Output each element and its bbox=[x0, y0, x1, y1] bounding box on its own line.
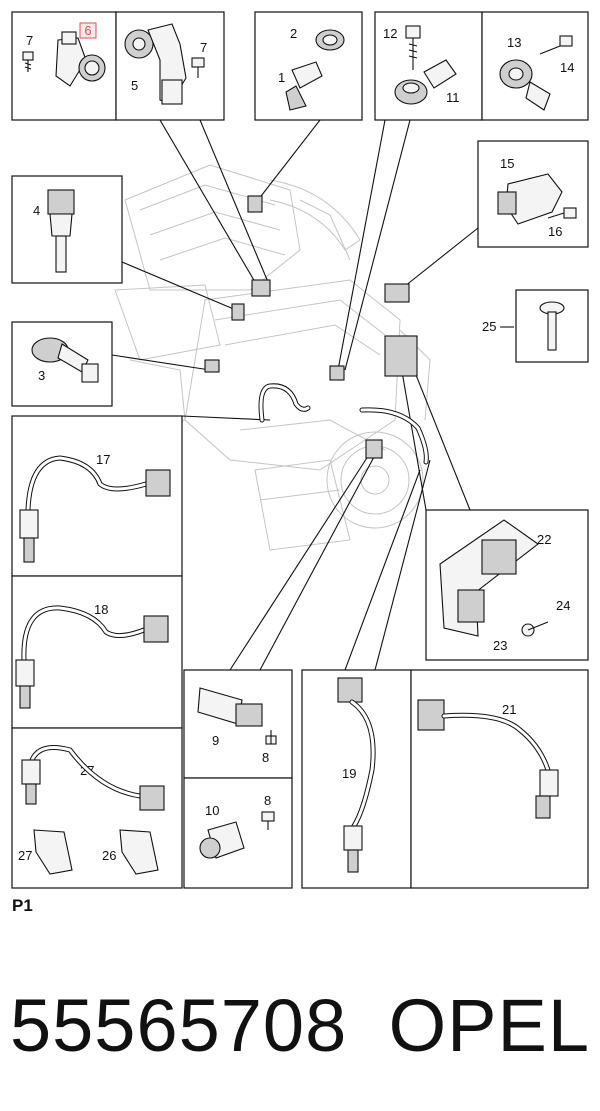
bolt-7-icon bbox=[22, 51, 34, 72]
oxygen-sensor-18-icon bbox=[15, 605, 169, 709]
callout-18: 18 bbox=[94, 602, 108, 617]
knock-sensor-11-icon bbox=[394, 59, 457, 105]
page-label: P1 bbox=[12, 896, 33, 915]
oxygen-sensor-20-icon bbox=[21, 745, 165, 811]
brand-name: OPEL bbox=[388, 983, 590, 1067]
oxygen-sensor-17-icon bbox=[19, 455, 171, 563]
callout-9: 9 bbox=[212, 733, 219, 748]
callout-25: 25 bbox=[482, 319, 496, 334]
bolt-7-icon bbox=[191, 57, 205, 78]
bracket-26-icon bbox=[119, 829, 159, 875]
o-ring-2-icon bbox=[315, 29, 345, 51]
leader-lines bbox=[111, 119, 479, 671]
part-number: 55565708 bbox=[10, 983, 348, 1067]
box-part-18 bbox=[11, 575, 183, 729]
callout-4: 4 bbox=[33, 203, 40, 218]
oxygen-sensor-19-icon bbox=[337, 677, 376, 873]
camshaft-sensor-5-icon bbox=[124, 23, 187, 105]
callout-16: 16 bbox=[548, 224, 562, 239]
callout-5: 5 bbox=[131, 78, 138, 93]
callout-11: 11 bbox=[446, 90, 460, 105]
callout-6: 6 bbox=[84, 23, 91, 38]
engine-illustration bbox=[114, 164, 431, 551]
footer: 55565708 OPEL bbox=[10, 975, 590, 1075]
bolt-16-icon bbox=[547, 207, 577, 219]
crankshaft-sensor-9-icon bbox=[197, 687, 263, 727]
callout-22: 22 bbox=[537, 532, 551, 547]
map-sensor-15-icon bbox=[497, 173, 563, 225]
pressure-sensor-4-icon bbox=[47, 189, 75, 273]
callout-12: 12 bbox=[383, 26, 397, 41]
box-part-11-12 bbox=[374, 11, 483, 121]
callout-8: 8 bbox=[264, 793, 271, 808]
callout-24: 24 bbox=[556, 598, 570, 613]
knock-sensor-13-icon bbox=[499, 59, 551, 111]
parts-diagram: 6 7 5 7 2 1 12 11 bbox=[11, 11, 589, 889]
callout-27: 27 bbox=[18, 848, 32, 863]
bolt-12-icon bbox=[405, 25, 421, 70]
callout-3: 3 bbox=[38, 368, 45, 383]
bolt-23-icon bbox=[521, 621, 549, 637]
callout-14: 14 bbox=[560, 60, 574, 75]
bolt-8-icon bbox=[261, 811, 275, 830]
callout-23: 23 bbox=[493, 638, 507, 653]
bolt-14-icon bbox=[539, 35, 573, 55]
callout-26: 26 bbox=[102, 848, 116, 863]
callout-13: 13 bbox=[507, 35, 521, 50]
callout-2: 2 bbox=[290, 26, 297, 41]
part-6-highlight-frame bbox=[79, 22, 97, 39]
callout-19: 19 bbox=[342, 766, 356, 781]
bolt-8-icon bbox=[265, 730, 277, 745]
callout-10: 10 bbox=[205, 803, 219, 818]
temperature-sensor-1-icon bbox=[285, 61, 323, 111]
callout-15: 15 bbox=[500, 156, 514, 171]
callout-21: 21 bbox=[502, 702, 516, 717]
callout-7: 7 bbox=[200, 40, 207, 55]
callout-17: 17 bbox=[96, 452, 110, 467]
callout-8: 8 bbox=[262, 750, 269, 765]
bracket-27-icon bbox=[33, 829, 73, 875]
bolt-25-icon bbox=[539, 301, 565, 351]
oxygen-sensor-21-icon bbox=[417, 699, 559, 819]
ecu-22-icon bbox=[439, 519, 539, 637]
callout-1: 1 bbox=[278, 70, 285, 85]
oil-pressure-switch-3-icon bbox=[31, 337, 99, 383]
crankshaft-sensor-10-icon bbox=[199, 821, 245, 859]
installed-sensors bbox=[204, 195, 429, 465]
callout-7: 7 bbox=[26, 33, 33, 48]
camshaft-sensor-6-icon bbox=[55, 31, 106, 87]
box-part-3 bbox=[11, 321, 113, 407]
